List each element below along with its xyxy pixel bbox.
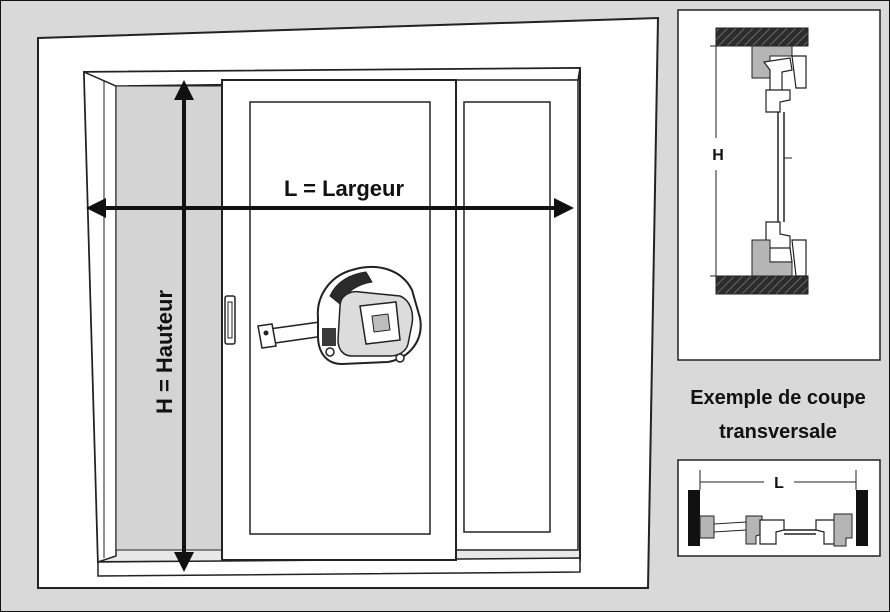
caption-line-1: Exemple de coupe [690,387,866,409]
door-handle-icon [224,295,236,345]
tape-measure-icon [257,265,422,366]
right-seal [856,490,868,546]
bottom-wall [715,275,809,295]
height-label: H = Hauteur [152,290,177,415]
left-opening-gray [115,85,223,551]
width-dimension: L = Largeur [86,176,574,218]
top-wall [715,27,809,47]
fixed-panel-glass [463,101,551,533]
window-drawing [37,16,660,589]
height-dimension: H = Hauteur [152,80,194,572]
width-label: L = Largeur [284,176,404,201]
horizontal-section-inset: L [677,459,881,557]
section-h-label: H [712,147,724,164]
vertical-section-inset: H [677,9,881,361]
left-seal [688,490,700,546]
caption-line-2: transversale [719,421,837,443]
section-l-label: L [774,475,784,492]
